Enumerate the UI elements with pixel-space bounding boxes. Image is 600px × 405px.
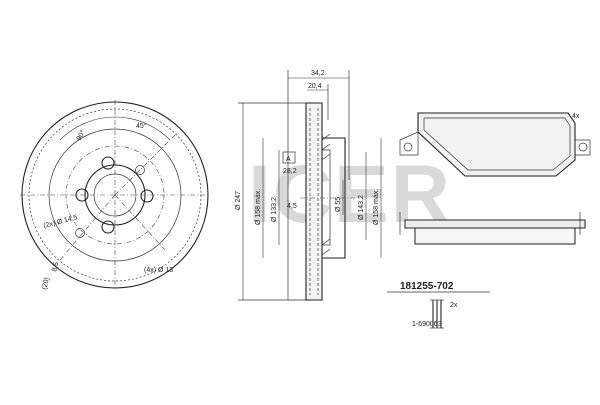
dim-8-5-label: 8,5 (51, 261, 60, 272)
hole-4x-label: (4x) Ø 13 (144, 267, 173, 274)
dim-20-label: (20) (41, 277, 51, 291)
dia-133-2-label: Ø 133,2 (271, 197, 278, 222)
clip-icon (430, 299, 444, 329)
angle-90-label: 90° (75, 129, 87, 142)
kit-part-number: 181255-702 (400, 281, 454, 292)
offset-28-2-label: 28,2 (283, 168, 297, 175)
inner-width-label: 20,4 (308, 83, 322, 90)
hole-2x-label: (2x) Ø 14,5 (43, 214, 79, 230)
angle-45-label: 45° (136, 122, 147, 130)
datum-label: A (286, 156, 291, 163)
clip-quantity-label: 2x (450, 302, 458, 309)
dia-158-max-label: Ø 158 máx. (255, 189, 262, 225)
dia-158-max-right-label: Ø 158 máx. (373, 189, 380, 225)
pad-quantity-label: 4x (572, 113, 580, 120)
disc-section-view (238, 70, 382, 301)
offset-4-5-label: 4,5 (287, 203, 297, 210)
overall-width-label: 34,2 (311, 70, 325, 77)
clip-part-number: 1-690063 (412, 321, 442, 328)
dia-143-2-label: Ø 143,2 (358, 195, 365, 220)
brake-pad-view (399, 112, 591, 245)
disc-front-view (20, 100, 210, 290)
dia-247-label: Ø 247 (235, 191, 242, 210)
dia-55-label: Ø 55 (335, 197, 342, 212)
